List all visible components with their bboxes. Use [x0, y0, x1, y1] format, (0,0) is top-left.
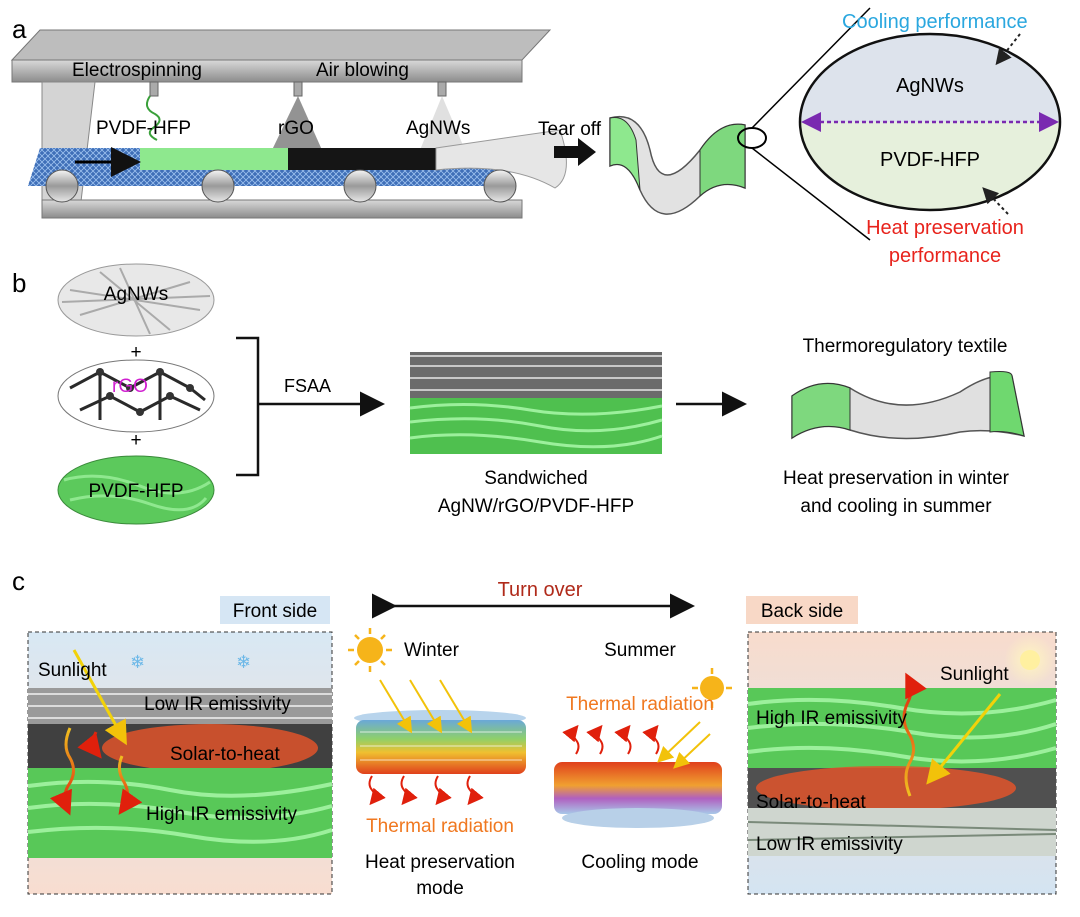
winter-mode-line2: mode [416, 878, 464, 899]
winter-sun-icon [348, 628, 392, 672]
turn-over-label: Turn over [498, 579, 583, 601]
cooling-performance-label: Cooling performance [842, 11, 1028, 33]
winter-thermal-label: Thermal radiation [366, 816, 514, 837]
sandwich-line2: AgNW/rGO/PVDF-HFP [438, 496, 634, 517]
panel-a: a Electrospinning [10, 7, 1062, 267]
textile-desc-line2: and cooling in summer [800, 496, 992, 517]
summer-thermal-label: Thermal radiation [566, 694, 714, 715]
front-sunlight-label: Sunlight [38, 660, 107, 681]
tear-off-arrow [554, 138, 596, 166]
back-solar-label: Solar-to-heat [756, 792, 867, 813]
summer-sun-icon [692, 668, 732, 708]
svg-text:❄: ❄ [130, 652, 145, 672]
panel-c-letter: c [12, 566, 25, 596]
textile-film [791, 371, 1025, 440]
heat-preservation-line1: Heat preservation [866, 217, 1024, 239]
panel-c: c Turn over Front side ❄ ❄ Sunlight Low … [12, 566, 1057, 899]
panel-b-letter: b [12, 268, 26, 298]
panel-a-letter: a [12, 14, 27, 44]
front-high-ir-label: High IR emissivity [146, 804, 297, 825]
back-side-label: Back side [761, 601, 843, 622]
rgo-layer-label: rGO [278, 118, 314, 139]
front-side-tag [220, 596, 330, 624]
plus-2: + [130, 430, 141, 451]
back-high-ir-label: High IR emissivity [756, 708, 907, 729]
agnws-disk [57, 263, 215, 337]
plus-1: + [130, 342, 141, 363]
front-side-label: Front side [233, 601, 317, 622]
fsaa-label: FSAA [284, 376, 331, 396]
textile-title: Thermoregulatory textile [803, 336, 1008, 357]
winter-stack [354, 679, 526, 806]
electrospinning-label: Electrospinning [72, 60, 202, 81]
rgo-disk [57, 359, 215, 433]
agnws-layer-label: AgNWs [406, 118, 470, 139]
sandwich-line1: Sandwiched [484, 468, 588, 489]
summer-mode-label: Cooling mode [581, 852, 698, 873]
oval-agnws-label: AgNWs [896, 75, 964, 97]
svg-text:❄: ❄ [236, 652, 251, 672]
air-blowing-label: Air blowing [316, 60, 409, 81]
back-sunlight-label: Sunlight [940, 664, 1009, 685]
front-solar-label: Solar-to-heat [170, 744, 281, 765]
front-side-panel: ❄ ❄ [27, 631, 333, 895]
pvdf-disk [57, 455, 215, 525]
electrospinning-machine [10, 29, 567, 219]
disk-rgo-label: rGO [112, 376, 148, 397]
front-low-ir-label: Low IR emissivity [144, 694, 291, 715]
panel-b: b AgNWs + rGO + PVDF-HFP FSAA [12, 263, 1025, 525]
summer-stack [554, 721, 722, 828]
winter-label: Winter [404, 640, 460, 661]
back-side-tag [746, 596, 858, 624]
back-low-ir-label: Low IR emissivity [756, 834, 903, 855]
pvdf-layer-label: PVDF-HFP [96, 118, 191, 139]
sandwich-stack [409, 352, 663, 454]
disk-pvdf-label: PVDF-HFP [89, 481, 184, 502]
peeled-film [609, 7, 871, 241]
winter-mode-line1: Heat preservation [365, 852, 515, 873]
textile-desc-line1: Heat preservation in winter [783, 468, 1010, 489]
summer-label: Summer [604, 640, 676, 661]
tear-off-label: Tear off [538, 119, 602, 140]
zoom-oval [798, 32, 1062, 215]
disk-agnws-label: AgNWs [104, 284, 168, 305]
oval-pvdf-label: PVDF-HFP [880, 149, 980, 171]
back-side-panel [747, 631, 1057, 895]
heat-preservation-line2: performance [889, 245, 1001, 267]
fsaa-bracket-arrow [236, 336, 380, 477]
